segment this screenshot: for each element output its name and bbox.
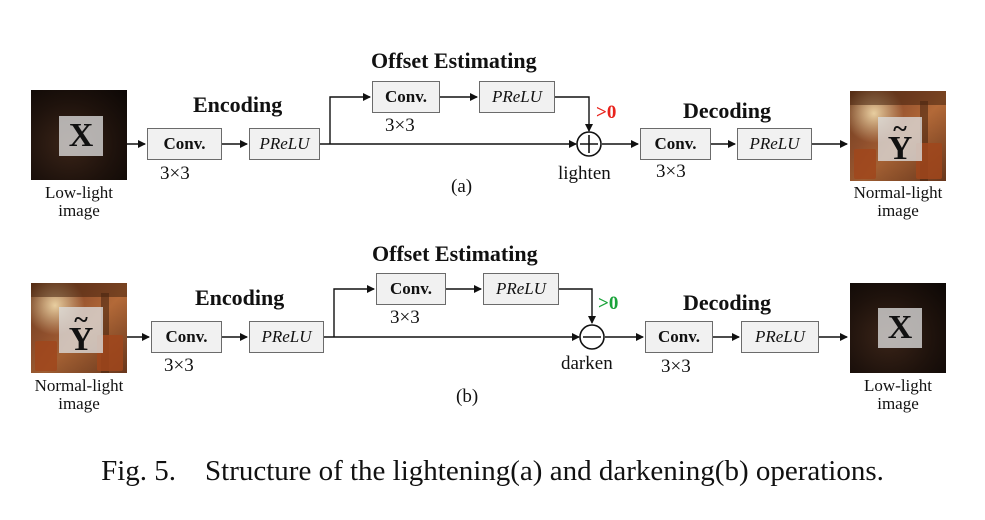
b-encoder-prelu-box: PReLU <box>249 321 324 353</box>
a-input-caption-line1: Low-light <box>45 183 113 202</box>
figure-caption: Fig. 5. Structure of the lightening(a) a… <box>101 455 884 487</box>
b-input-caption-line1: Normal-light <box>34 376 124 395</box>
b-input-symbol-box: ~ Y <box>59 305 103 358</box>
b-offset-conv-box: Conv. <box>376 273 446 305</box>
a-output-image: ~ Y <box>850 91 946 181</box>
a-output-symbol: Y <box>887 130 913 167</box>
a-input-image: X <box>31 90 127 180</box>
b-input-caption: Normal-light image <box>26 377 132 413</box>
b-encoding-label: Encoding <box>195 285 285 310</box>
a-input-caption: Low-light image <box>26 184 132 220</box>
b-offset-prelu-box: PReLU <box>483 273 559 305</box>
panel-b-connectors <box>127 285 848 341</box>
a-encoding-label: Encoding <box>193 92 283 117</box>
panel-a-connectors <box>127 93 848 148</box>
b-input-caption-line2: image <box>58 394 100 413</box>
a-input-symbol: X <box>59 116 103 156</box>
a-input-caption-line2: image <box>58 201 100 220</box>
b-output-caption: Low-light image <box>845 377 951 413</box>
b-offset-kernel: 3×3 <box>390 307 420 328</box>
a-decoder-kernel: 3×3 <box>656 161 686 182</box>
b-output-symbol: X <box>878 308 922 348</box>
b-decoding-label: Decoding <box>683 290 771 315</box>
b-operator-label: darken <box>561 353 613 374</box>
b-encoder-kernel: 3×3 <box>164 355 194 376</box>
b-decoder-kernel: 3×3 <box>661 356 691 377</box>
b-decoder-prelu-box: PReLU <box>741 321 819 353</box>
b-encoder-conv-box: Conv. <box>151 321 222 353</box>
a-constraint-label: >0 <box>596 102 617 123</box>
b-output-caption-line2: image <box>877 394 919 413</box>
a-offset-down <box>555 96 593 132</box>
a-branch-up <box>329 93 371 144</box>
a-output-caption: Normal-light image <box>845 184 951 220</box>
panel-a-operator <box>576 131 602 157</box>
panel-b-operator <box>579 324 605 350</box>
b-input-tilde: ~ <box>74 305 88 334</box>
b-branch-up <box>333 285 375 337</box>
b-offset-down <box>559 288 596 324</box>
b-input-symbol: Y <box>68 321 94 358</box>
b-output-image: X <box>850 283 946 373</box>
a-sublabel: (a) <box>451 176 473 197</box>
b-input-image: ~ Y <box>31 283 127 373</box>
a-output-symbol-box: ~ Y <box>878 114 922 167</box>
b-decoder-conv-box: Conv. <box>645 321 713 353</box>
a-offset-prelu-box: PReLU <box>479 81 555 113</box>
a-encoder-kernel: 3×3 <box>160 163 190 184</box>
a-decoder-conv-box: Conv. <box>640 128 711 160</box>
a-output-tilde: ~ <box>893 114 907 143</box>
a-offset-label: Offset Estimating <box>371 48 537 73</box>
a-offset-conv-box: Conv. <box>372 81 440 113</box>
b-offset-label: Offset Estimating <box>372 241 538 266</box>
b-output-caption-line1: Low-light <box>864 376 932 395</box>
a-offset-kernel: 3×3 <box>385 115 415 136</box>
a-output-caption-line1: Normal-light <box>853 183 943 202</box>
a-operator-label: lighten <box>558 163 611 184</box>
a-decoding-label: Decoding <box>683 98 771 123</box>
a-encoder-prelu-box: PReLU <box>249 128 320 160</box>
b-sublabel: (b) <box>456 386 479 407</box>
b-constraint-label: >0 <box>598 293 619 314</box>
a-encoder-conv-box: Conv. <box>147 128 222 160</box>
a-output-caption-line2: image <box>877 201 919 220</box>
a-decoder-prelu-box: PReLU <box>737 128 812 160</box>
